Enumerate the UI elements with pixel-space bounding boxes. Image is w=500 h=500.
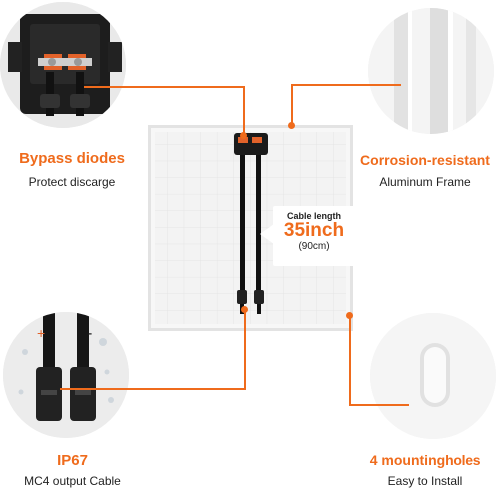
leader-junction-h xyxy=(84,86,244,88)
cable-length-badge: Cable length 35inch (90cm) xyxy=(273,206,355,266)
plus-mark: + xyxy=(37,325,45,341)
cable-label: Cable length xyxy=(286,211,341,221)
leader-frame-h xyxy=(291,84,401,86)
corrosion-title: Corrosion-resistant xyxy=(360,152,490,168)
bypass-subtitle: Protect discarge xyxy=(28,175,116,189)
leader-junction-v xyxy=(243,86,245,136)
mounting-subtitle: Easy to Install xyxy=(387,474,463,488)
leader-frame-dot xyxy=(288,122,295,129)
cable-metric: (90cm) xyxy=(298,241,330,252)
leader-hole-dot xyxy=(346,312,353,319)
mounting-title-rest: holes xyxy=(445,452,481,468)
leader-mc4-h xyxy=(60,388,246,390)
leader-frame-v xyxy=(291,84,293,126)
ip67-title: IP67 xyxy=(57,452,88,469)
aluminum-frame-image xyxy=(368,8,494,134)
leader-mc4-dot xyxy=(241,306,248,313)
cable-length: 35inch xyxy=(283,220,345,241)
corrosion-subtitle: Aluminum Frame xyxy=(379,175,471,189)
bypass-title: Bypass diodes xyxy=(19,150,125,167)
mounting-title: 4 mountingholes xyxy=(350,452,500,468)
leader-mc4-v xyxy=(244,310,246,390)
leader-hole-h xyxy=(349,404,409,406)
ip67-subtitle: MC4 output Cable xyxy=(24,474,121,488)
minus-mark: - xyxy=(87,325,92,342)
junction-box-image xyxy=(0,2,126,128)
leader-hole-v xyxy=(349,316,351,406)
mc4-connector-image: + - xyxy=(3,312,129,438)
mounting-title-bold: 4 mounting xyxy=(369,452,446,468)
cable-badge-pointer xyxy=(260,224,274,244)
leader-junction-dot xyxy=(240,132,247,139)
mounting-hole-image xyxy=(370,313,496,439)
